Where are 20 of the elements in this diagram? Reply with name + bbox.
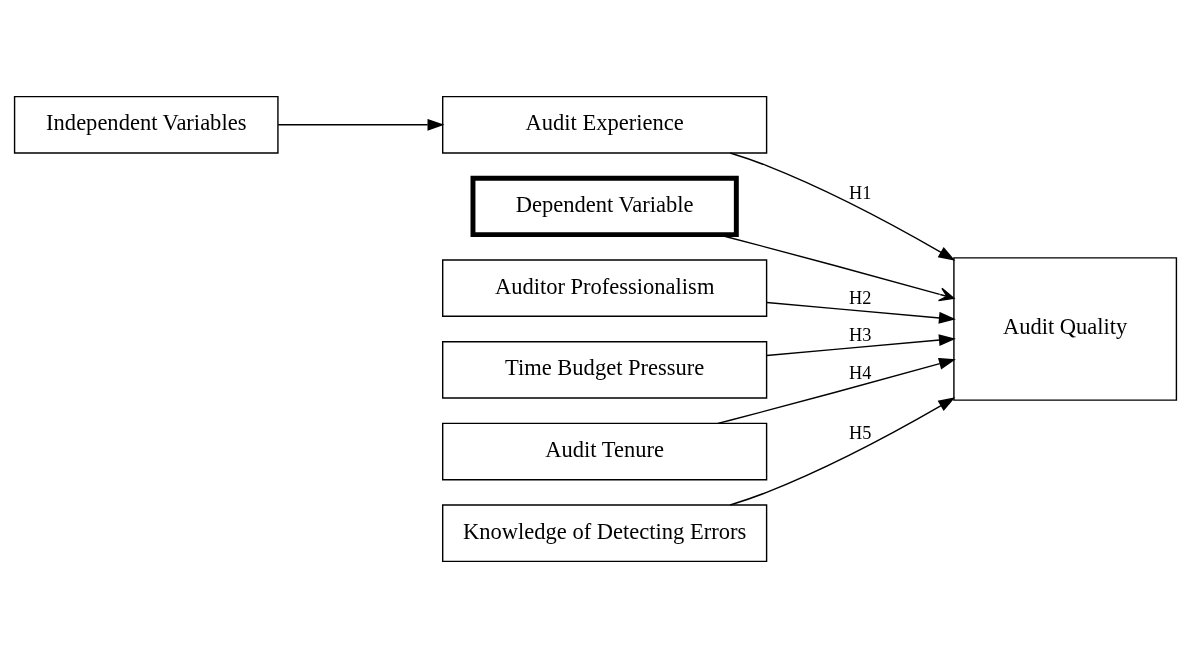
edge-label: H3	[849, 324, 872, 345]
node-box: Independent Variables	[13, 95, 279, 154]
node-box: Audit Quality	[953, 256, 1178, 401]
arrow	[717, 233, 955, 301]
arrow	[729, 396, 956, 506]
edge-label: H1	[849, 182, 872, 203]
node-box: Knowledge of Detecting Errors	[442, 503, 768, 562]
edge-label: H4	[849, 362, 872, 383]
node-box: Dependent Variable	[470, 175, 739, 237]
edge-label: H2	[849, 287, 872, 308]
arrow	[717, 357, 956, 424]
node-box: Audit Tenure	[442, 422, 768, 480]
node-box: Audit Experience	[442, 95, 768, 154]
arrow	[766, 301, 956, 324]
arrow	[766, 333, 956, 356]
arrow	[729, 151, 956, 261]
node-box: Auditor Professionalism	[442, 258, 768, 317]
edge-label: H5	[849, 422, 872, 443]
node-box: Time Budget Pressure	[442, 340, 768, 399]
arrow	[277, 118, 445, 131]
